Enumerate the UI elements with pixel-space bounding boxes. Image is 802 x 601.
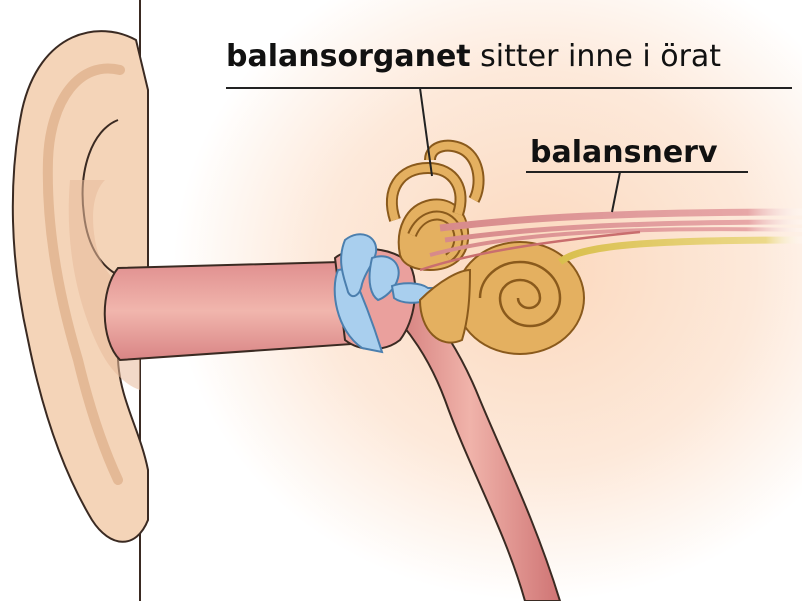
balance-organ-label-bold: balansorganet <box>226 39 471 74</box>
ear-canal <box>105 262 352 360</box>
balance-organ-label: balansorganet sitter inne i örat <box>226 42 721 72</box>
balance-nerve-label: balansnerv <box>530 138 718 168</box>
balance-organ-label-rest: sitter inne i örat <box>471 39 721 74</box>
